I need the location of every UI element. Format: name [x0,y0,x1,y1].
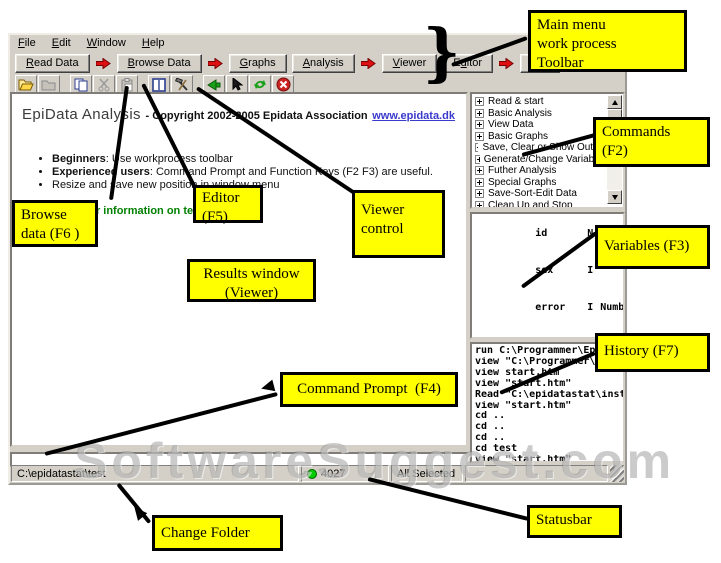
statusbar-records: 4027 [301,465,389,482]
refresh-icon[interactable] [249,75,271,94]
history-line[interactable]: Read "C:\epidatastat\inst [475,389,623,400]
viewer-bullet-list: Beginners: Use workprocess toolbar Exper… [52,153,456,191]
pointer-icon[interactable] [226,75,248,94]
annotation-variables-label: Variables (F3) [595,225,710,269]
menu-file[interactable]: File [18,37,36,49]
viewer-bullet-item: Experienced users: Command Prompt and Fu… [52,166,456,178]
history-line[interactable]: run C:\Programmer\Ep [475,346,596,356]
menu-help[interactable]: Help [141,37,165,49]
viewer-heading: EpiData Analysis - Copyright 2002-2005 E… [22,106,456,123]
annotation-history-label: History (F7) [595,333,710,372]
expand-plus-icon[interactable] [475,108,484,118]
expand-plus-icon[interactable] [475,131,484,141]
history-line[interactable]: view start.htm [475,367,560,378]
menu-edit[interactable]: Edit [51,37,71,49]
annotation-statusbar-label: Statusbar [527,505,622,538]
scroll-down-icon[interactable] [607,190,622,204]
icon-toolbar [10,74,625,95]
expand-plus-icon[interactable] [475,177,484,187]
history-line[interactable]: view "start.htm" [475,400,572,411]
annotation-editor-label: Editor(F5) [193,185,263,225]
workflow-arrow-icon [95,57,111,69]
statusbar-folder-path[interactable]: C:\epidatastat\test [11,465,299,482]
history-line[interactable]: view "start.htm" [475,378,572,389]
scroll-up-icon[interactable] [607,95,622,109]
command-prompt-input[interactable] [10,452,468,467]
expand-plus-icon[interactable] [475,120,484,130]
workflow-arrow-icon [207,57,223,69]
statusbar-empty-section [465,465,608,482]
expand-plus-icon[interactable] [475,189,484,199]
commands-tree-item[interactable]: View Data [475,119,607,131]
annotation-command-prompt-label: Command Prompt (F4) [280,372,458,407]
expand-plus-icon[interactable] [475,97,484,107]
menu-window[interactable]: Window [86,37,126,49]
epidata-link[interactable]: www.epidata.dk [372,110,455,122]
history-line[interactable]: cd .. [475,411,506,422]
annotation-commands-label: Commands(F2) [593,117,710,167]
commands-tree-item[interactable]: Save-Sort-Edit Data [475,188,607,200]
history-line[interactable]: cd test [475,444,518,455]
viewer-bullet-item: Beginners: Use workprocess toolbar [52,153,456,165]
statusbar-selection: All Selected [391,465,463,482]
history-line[interactable]: view "C:\Programmer\ [475,356,596,367]
commands-tree-item[interactable]: Clean Up and Stop [475,200,607,209]
command-prompt-area [10,449,468,467]
history-line[interactable]: view "start.htm" [475,455,572,463]
annotation-change-folder-label: Change Folder [152,515,283,551]
variable-row[interactable]: errorINumber of [535,302,623,314]
commands-tree-item[interactable]: Generate/Change Variables [475,154,607,166]
open-file-icon[interactable] [15,75,37,94]
resize-grip[interactable] [610,465,624,482]
workflow-arrow-icon [499,57,514,69]
menu-bar: File Edit Window Help [10,35,625,52]
commands-tree-item[interactable]: Basic Analysis [475,108,607,120]
record-count: 4027 [321,467,346,480]
toolbar-brace-glyph: } [423,15,461,89]
expand-plus-icon[interactable] [475,143,479,153]
history-line[interactable]: cd .. [475,422,506,433]
browse-data-icon[interactable] [148,75,170,94]
annotation-results-window-label: Results window(Viewer) [187,259,316,302]
viewer-copyright: - Copyright 2002-2005 Epidata Associatio… [145,110,368,122]
viewer-title: EpiData Analysis [22,106,141,123]
expand-plus-icon[interactable] [475,166,484,176]
workflow-arrow-icon [360,57,376,69]
status-bar: C:\epidatastat\test 4027 All Selected [11,465,624,482]
commands-tree-item[interactable]: Special Graphs [475,177,607,189]
history-panel: run C:\Programmer\Ep view "C:\Programmer… [470,342,625,463]
status-indicator-icon [307,468,317,479]
expand-plus-icon[interactable] [475,200,484,209]
history-line[interactable]: cd .. [475,433,506,444]
commands-tree-item[interactable]: Futher Analysis [475,165,607,177]
commands-tree-item[interactable]: Read & start [475,96,607,108]
expand-plus-icon[interactable] [475,154,480,164]
commands-tree-item[interactable]: Basic Graphs [475,131,607,143]
